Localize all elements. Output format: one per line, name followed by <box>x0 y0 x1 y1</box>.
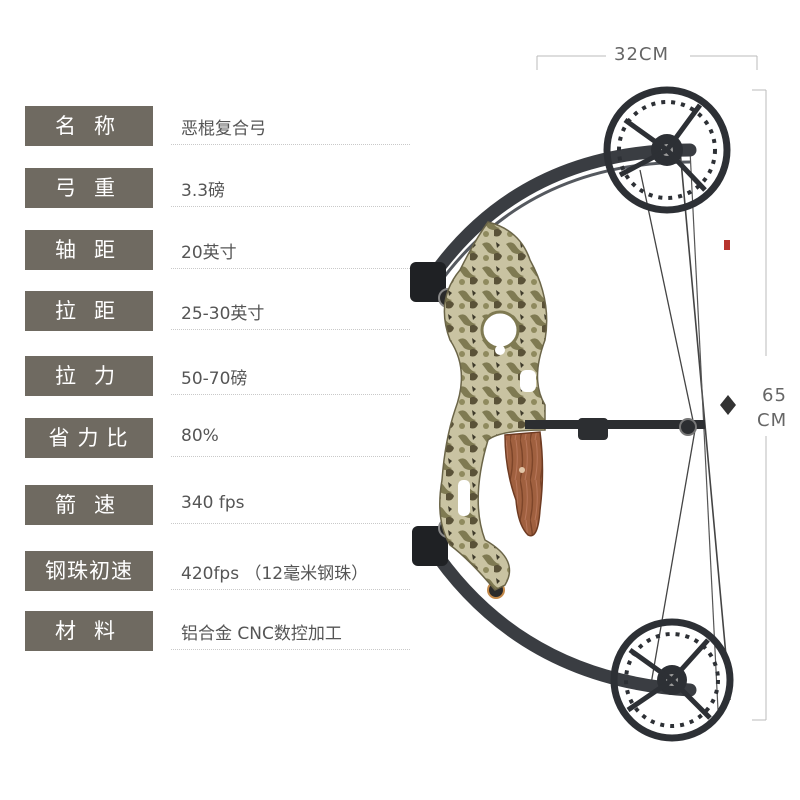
upper-cam <box>603 86 731 214</box>
bow-strings <box>639 149 736 711</box>
compound-bow-image <box>410 86 736 742</box>
spec-label: 箭速 <box>25 485 153 525</box>
spec-label: 轴距 <box>25 230 153 270</box>
height-dimension-value: 65 <box>762 385 787 406</box>
height-dimension-unit: CM <box>757 410 788 431</box>
spec-value: 50-70磅 <box>181 369 248 389</box>
spec-row-weight: 弓重 3.3磅 <box>25 168 410 208</box>
spec-row-arrow-speed: 箭速 340 fps <box>25 485 410 525</box>
spec-value: 铝合金 CNC数控加工 <box>181 624 342 644</box>
spec-label: 拉力 <box>25 356 153 396</box>
spec-value: 25-30英寸 <box>181 304 265 324</box>
divider <box>171 523 410 524</box>
divider <box>171 144 410 145</box>
divider <box>171 268 410 269</box>
spec-row-draw-weight: 拉力 50-70磅 <box>25 356 410 396</box>
spec-value: 420fps （12毫米钢珠） <box>181 564 369 584</box>
spec-label: 材料 <box>25 611 153 651</box>
spec-row-axle-length: 轴距 20英寸 <box>25 230 410 270</box>
spec-row-ball-speed: 钢珠初速 420fps （12毫米钢珠） <box>25 551 410 591</box>
lower-cam <box>610 618 734 742</box>
spec-row-draw-length: 拉距 25-30英寸 <box>25 291 410 331</box>
spec-value: 340 fps <box>181 493 245 513</box>
upper-limb <box>423 143 697 289</box>
divider <box>171 589 410 590</box>
grip <box>504 431 544 537</box>
spec-value: 3.3磅 <box>181 181 226 201</box>
divider <box>171 394 410 395</box>
spec-label: 弓重 <box>25 168 153 208</box>
divider <box>171 206 410 207</box>
spec-label: 钢珠初速 <box>25 551 153 591</box>
divider <box>171 456 410 457</box>
divider <box>171 649 410 650</box>
spec-value: 80% <box>181 426 219 446</box>
spec-label: 拉距 <box>25 291 153 331</box>
stabilizer-bar <box>525 418 705 440</box>
spec-row-let-off: 省力比 80% <box>25 418 410 458</box>
spec-row-material: 材料 铝合金 CNC数控加工 <box>25 611 410 651</box>
spec-label: 省力比 <box>25 418 153 458</box>
lower-limb <box>423 538 697 697</box>
spec-row-name: 名称 恶棍复合弓 <box>25 106 410 146</box>
divider <box>171 329 410 330</box>
spec-value: 20英寸 <box>181 243 237 263</box>
spec-value: 恶棍复合弓 <box>181 119 266 139</box>
riser <box>439 221 548 591</box>
width-dimension-label: 32CM <box>614 44 670 65</box>
spec-label: 名称 <box>25 106 153 146</box>
